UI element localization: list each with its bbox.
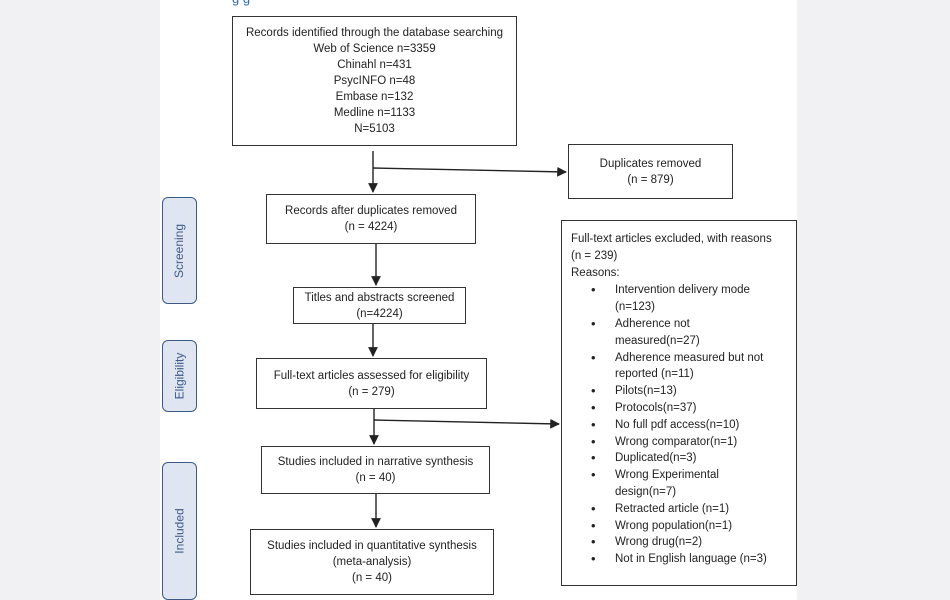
exclusion-reason: Retracted article (n=1) <box>571 501 788 518</box>
arrow-to-fulltext-excluded <box>373 418 560 429</box>
reason-line: Wrong comparator(n=1) <box>615 435 738 448</box>
exclusion-reason: Wrong Experimental design(n=7) <box>571 467 788 501</box>
exclusion-reason: Wrong population(n=1) <box>571 518 788 535</box>
figure-heading-fragment: g g <box>232 0 250 6</box>
box-line: Full-text articles assessed for eligibil… <box>273 369 470 382</box>
box-line: Studies included in quantitative synthes… <box>267 540 477 552</box>
box-records-after-duplicates: Records after duplicates removed (n = 42… <box>266 194 476 244</box>
reason-line: Duplicated(n=3) <box>615 452 697 465</box>
exclusion-reasons-list: Intervention delivery mode (n=123) Adher… <box>571 282 788 568</box>
exclusion-reason: Adherence measured but not reported (n=1… <box>571 350 788 384</box>
box-line: Embase n=132 <box>335 91 414 103</box>
reason-line: Intervention delivery mode <box>615 284 750 297</box>
box-narrative-synthesis: Studies included in narrative synthesis … <box>261 446 490 494</box>
reason-line: reported (n=11) <box>615 368 694 381</box>
excluded-header-line: Full-text articles excluded, with reason… <box>571 233 772 245</box>
reason-line: No full pdf access(n=10) <box>615 418 740 431</box>
box-line: Chinahl n=431 <box>337 59 412 71</box>
stage-label-included: Included <box>162 462 197 600</box>
exclusion-reason: Pilots(n=13) <box>571 383 788 400</box>
reason-line: Adherence not <box>615 317 690 330</box>
reason-line: Wrong drug(n=2) <box>615 536 703 549</box>
exclusion-reason: Adherence not measured(n=27) <box>571 316 788 350</box>
stage-label-screening: Screening <box>162 197 197 304</box>
box-line: N=5103 <box>354 123 395 135</box>
reason-line: Adherence measured but not <box>615 351 764 364</box>
exclusion-reason: Not in English language (n=3) <box>571 551 788 568</box>
box-quantitative-synthesis: Studies included in quantitative synthes… <box>250 529 494 595</box>
arrow-to-duplicates-removed <box>372 166 567 177</box>
box-fulltext-excluded: Full-text articles excluded, with reason… <box>561 220 797 586</box>
exclusion-reason: Wrong comparator(n=1) <box>571 434 788 451</box>
reason-line: Not in English language (n=3) <box>615 553 767 566</box>
box-line: Records after duplicates removed <box>285 205 457 217</box>
exclusion-reason: Protocols(n=37) <box>571 400 788 417</box>
box-line: Web of Science n=3359 <box>313 43 436 55</box>
reason-line: measured(n=27) <box>615 334 700 347</box>
box-titles-abstracts-screened: Titles and abstracts screened (n=4224) <box>293 287 466 324</box>
box-line: (n = 40) <box>355 472 396 484</box>
reason-line: design(n=7) <box>615 485 677 498</box>
box-line: Studies included in narrative synthesis <box>277 456 474 468</box>
box-duplicates-removed: Duplicates removed (n = 879) <box>568 144 733 199</box>
excluded-header-line: (n = 239) <box>571 249 618 262</box>
box-line: (n = 40) <box>352 572 392 584</box>
box-line: Medline n=1133 <box>333 107 416 119</box>
box-line: (meta-analysis) <box>332 556 412 568</box>
exclusion-reason: Wrong drug(n=2) <box>571 534 788 551</box>
stage-label-eligibility: Eligibility <box>162 340 197 412</box>
box-line: (n = 4224) <box>344 221 398 233</box>
exclusion-reason: No full pdf access(n=10) <box>571 417 788 434</box>
reason-line: Wrong Experimental <box>615 469 719 482</box>
box-fulltext-assessed: Full-text articles assessed for eligibil… <box>256 358 487 409</box>
reason-line: Wrong population(n=1) <box>615 519 733 532</box>
reason-line: Protocols(n=37) <box>615 401 697 414</box>
exclusion-reason: Duplicated(n=3) <box>571 450 788 467</box>
box-records-identified: Records identified through the database … <box>232 16 517 146</box>
box-line: (n = 279) <box>348 385 395 398</box>
box-line: Records identified through the database … <box>245 27 503 39</box>
box-line: PsycINFO n=48 <box>333 75 416 87</box>
exclusion-reason: Intervention delivery mode (n=123) <box>571 282 788 316</box>
reason-line: Pilots(n=13) <box>615 385 677 398</box>
reason-line: (n=123) <box>615 301 655 314</box>
excluded-header-line: Reasons: <box>571 266 620 279</box>
box-line: (n = 879) <box>627 173 674 186</box>
box-line: Duplicates removed <box>599 157 702 170</box>
box-line: (n=4224) <box>356 307 403 320</box>
reason-line: Retracted article (n=1) <box>615 502 730 515</box>
box-line: Titles and abstracts screened <box>304 291 455 304</box>
